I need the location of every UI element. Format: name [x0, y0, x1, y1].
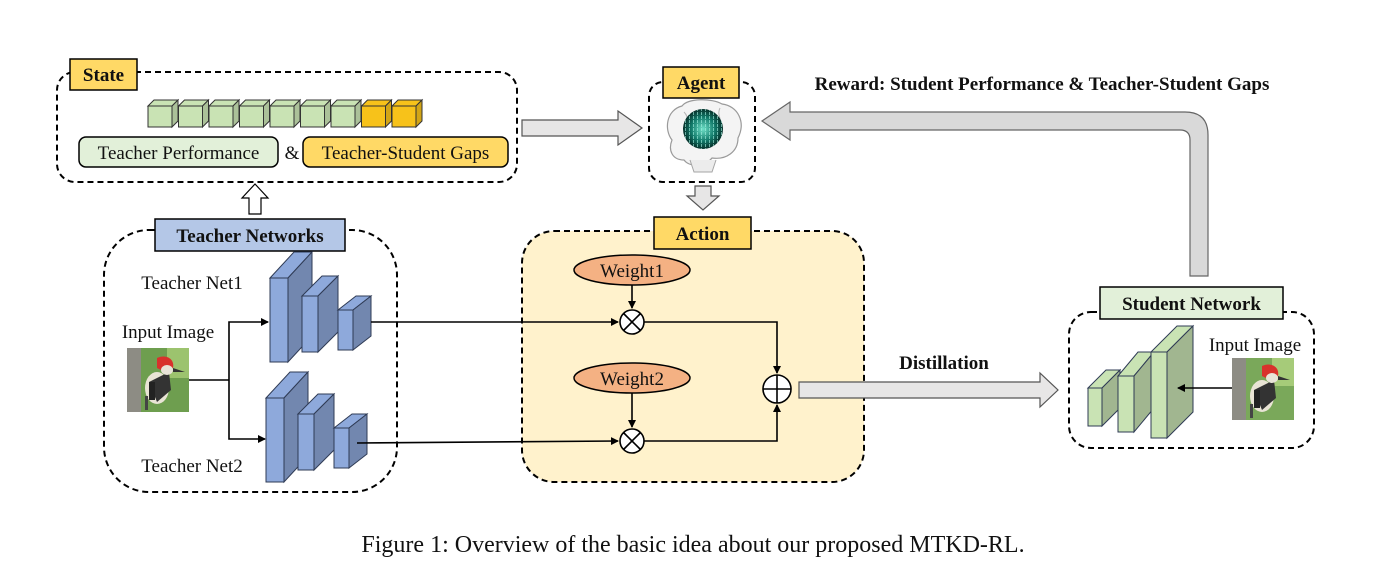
- state-cube: [177, 98, 210, 129]
- action-box: [521, 230, 865, 483]
- ampersand-label: &: [285, 143, 300, 164]
- teacher-net2-layers: [264, 370, 369, 484]
- state-cube: [238, 98, 271, 129]
- state-cube: [207, 98, 241, 129]
- state-to-agent-arrow: [521, 109, 644, 147]
- action-title-badge: Action: [653, 216, 752, 250]
- state-cube-row: [146, 98, 424, 129]
- distillation-arrow: [798, 371, 1059, 409]
- student-network-layers: [1086, 324, 1195, 440]
- state-cube: [299, 98, 332, 129]
- agent-title: Agent: [677, 73, 726, 94]
- agent-title-badge: Agent: [662, 66, 740, 99]
- action-connections: [356, 285, 781, 446]
- state-title-badge: State: [69, 58, 138, 91]
- woodpecker-image: [127, 348, 189, 412]
- state-cube: [146, 98, 180, 129]
- student-network-layer: [1116, 350, 1156, 434]
- weight2-node: Weight2: [573, 362, 691, 394]
- agent-to-action-arrow: [685, 185, 721, 211]
- teacher-net1-layers: [268, 250, 373, 364]
- teacher-to-state-arrow: [240, 183, 270, 215]
- agent-box: [648, 81, 756, 183]
- teacher-student-gaps-tag: Teacher-Student Gaps: [302, 136, 509, 168]
- teacher-net1-layer: [300, 274, 340, 354]
- state-cube: [268, 98, 302, 129]
- weight1-label: Weight1: [600, 261, 664, 282]
- teacher-net1-label: Teacher Net1: [141, 273, 243, 294]
- figure-caption: Figure 1: Overview of the basic idea abo…: [361, 532, 1024, 558]
- teacher-net2-layer: [332, 412, 369, 470]
- student-input-image-label: Input Image: [1209, 335, 1301, 356]
- teacher-performance-label: Teacher Performance: [98, 143, 260, 164]
- state-cube: [360, 98, 393, 129]
- weight2-label: Weight2: [600, 369, 664, 390]
- action-title: Action: [676, 224, 730, 245]
- student-network-title-badge: Student Network: [1099, 286, 1284, 320]
- distillation-label: Distillation: [899, 353, 989, 374]
- brain-icon: [666, 99, 742, 173]
- teacher-networks-title-badge: Teacher Networks: [154, 218, 346, 252]
- student-network-layer: [1086, 368, 1122, 428]
- teacher-net2-layer: [296, 392, 336, 472]
- teacher-input-image-label: Input Image: [122, 322, 214, 343]
- student-network-title: Student Network: [1122, 294, 1261, 315]
- teacher-input-connections: [189, 318, 269, 443]
- state-title: State: [83, 65, 124, 86]
- teacher-networks-title: Teacher Networks: [176, 226, 323, 247]
- teacher-student-gaps-label: Teacher-Student Gaps: [322, 143, 490, 164]
- multiply-node-1: [619, 309, 645, 335]
- reward-label: Reward: Student Performance & Teacher-St…: [815, 74, 1270, 95]
- multiply-node-2: [619, 428, 645, 454]
- reward-feedback-arrow: [760, 100, 1209, 277]
- state-cube: [390, 98, 424, 129]
- state-box: [56, 71, 518, 183]
- teacher-net1-layer: [336, 294, 373, 352]
- weight1-node: Weight1: [573, 254, 691, 286]
- teacher-net2-label: Teacher Net2: [141, 456, 243, 477]
- teacher-performance-tag: Teacher Performance: [78, 136, 279, 168]
- sum-node: [762, 374, 792, 404]
- student-network-layer: [1149, 324, 1195, 440]
- state-cube: [329, 98, 363, 129]
- woodpecker-image: [1232, 358, 1294, 420]
